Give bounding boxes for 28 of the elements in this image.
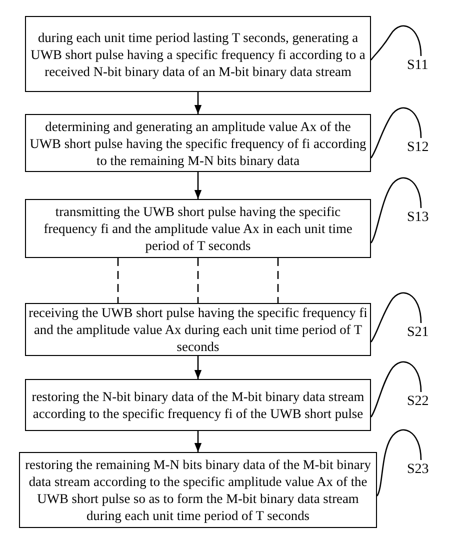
step-label: S11: [407, 58, 428, 74]
step-text: determining and generating an amplitude value Ax of the UWB short pulse having the specific frequency of fi according to the remaining M-N bits binary data: [28, 118, 368, 168]
leader-line: [370, 107, 422, 158]
dashed-line: [277, 258, 279, 303]
step-label: S22: [407, 394, 429, 410]
arrow: [194, 356, 202, 379]
arrow: [194, 172, 202, 199]
step-text: receiving the UWB short pulse having the specific frequency fi and the amplitude value Ax during each unit time period of T seconds: [28, 304, 368, 355]
process-box: [25, 379, 371, 431]
leader-line: [370, 177, 422, 244]
leader-line: [370, 25, 422, 60]
leader-line: [370, 361, 422, 418]
step-text: restoring the remaining M-N bits binary data of the M-bit binary data stream according to the specific amplitude value Ax of the UWB short pulse so as to form the M-bit binary data stream during each unit time period of T seconds: [24, 456, 372, 524]
step-text: restoring the N-bit binary data of the M-bit binary data stream according to the specific frequency fi of the UWB short pulse: [30, 388, 366, 422]
dashed-line: [197, 258, 199, 303]
process-box: [25, 199, 371, 258]
step-text: transmitting the UWB short pulse having the specific frequency fi and the amplitude value Ax in each unit time period of T seconds: [42, 203, 354, 254]
step-label: S13: [407, 210, 429, 226]
dashed-line: [117, 258, 119, 303]
arrow: [194, 431, 202, 452]
arrow: [194, 92, 202, 114]
step-text: during each unit time period lasting T seconds, generating a UWB short pulse having a specific frequency fi according to a received N-bit binary data of an M-bit binary data stream: [30, 28, 366, 80]
step-label: S12: [407, 140, 429, 156]
process-box: [25, 16, 371, 92]
step-label: S21: [407, 325, 429, 341]
leader-line: [376, 429, 422, 496]
leader-line: [370, 292, 422, 342]
step-label: S23: [407, 462, 429, 478]
